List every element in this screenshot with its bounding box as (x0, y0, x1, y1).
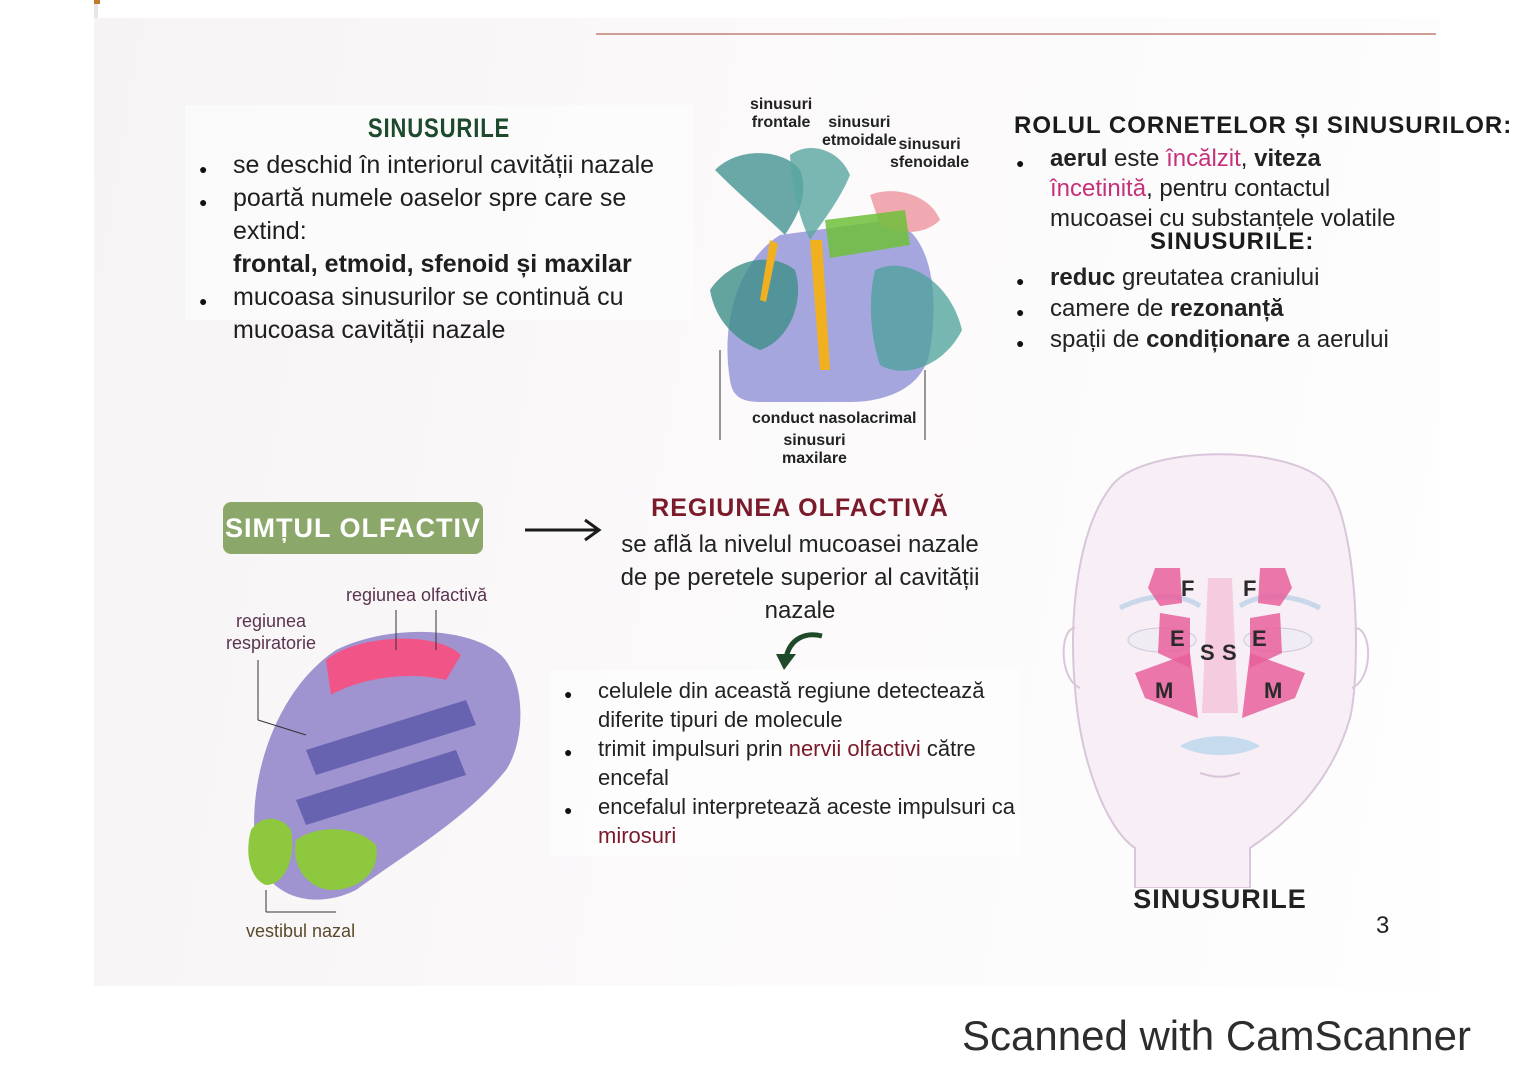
face-label-s-left: S (1200, 640, 1215, 665)
list-item: aerul este încălzit, viteza încetinită, … (1002, 144, 1422, 234)
sinusuri-box: SINUSURILE se deschid în interiorul cavi… (185, 105, 693, 344)
list-item: trimit impulsuri prin nervii olfactivi c… (550, 734, 1020, 792)
face-label-f-right: F (1243, 576, 1256, 601)
face-caption: SINUSURILE (1133, 884, 1307, 914)
face-label-e-left: E (1170, 626, 1185, 651)
face-label-f-left: F (1181, 576, 1194, 601)
list-item: celulele din această regiune detectează … (550, 676, 1020, 734)
face-label-m-right: M (1264, 678, 1282, 703)
face-label-s-right: S (1222, 640, 1237, 665)
list-item: reduc greutatea craniului (1002, 262, 1422, 297)
sinusuri-subtitle: SINUSURILE: (1150, 228, 1315, 255)
top-rule (596, 33, 1436, 35)
camscanner-footer: Scanned with CamScanner (962, 1012, 1471, 1059)
list-item: mucoasa sinusurilor se continuă cumucoas… (185, 281, 705, 347)
right-arrow-icon (525, 518, 602, 542)
sinusuri-title: SINUSURILE (367, 113, 511, 143)
label-conduct-nasolacrimal: conduct nasolacrimal (752, 410, 917, 427)
face-label-e-right: E (1252, 626, 1267, 651)
list-item: se deschid în interiorul cavității nazal… (185, 149, 705, 186)
sinus-anatomy-illustration (710, 147, 962, 440)
regiunea-olfactiva-title: REGIUNEA OLFACTIVĂ (651, 494, 949, 522)
regiunea-bullets-box: celulele din această regiune detectează … (550, 670, 1020, 856)
simtul-olfactiv-badge: SIMȚUL OLFACTIV (223, 502, 483, 554)
label-regiunea-olfactiva: regiunea olfactivă (346, 585, 488, 605)
sinusuri-roles-list: reduc greutatea craniului camere de rezo… (1002, 262, 1422, 359)
face-sinuses-illustration: F F E E S S M M (1062, 453, 1370, 888)
rol-list: aerul este încălzit, viteza încetinită, … (1002, 144, 1422, 234)
list-item: encefalul interpretează aceste impulsuri… (550, 792, 1020, 850)
page-number: 3 (1376, 912, 1390, 939)
list-item: poartă numele oaselor spre care se extin… (185, 182, 705, 281)
corner-mark (94, 0, 100, 4)
rol-title: ROLUL CORNETELOR ȘI SINUSURILOR: (1014, 112, 1513, 139)
nasal-cavity-illustration (248, 610, 521, 913)
face-label-m-left: M (1155, 678, 1173, 703)
regiunea-olfactiva-description: se află la nivelul mucoasei nazale de pe… (620, 531, 980, 624)
curved-arrow-icon (776, 632, 823, 670)
label-vestibul-nazal: vestibul nazal (246, 921, 356, 941)
regiunea-bullets: celulele din această regiune detectează … (550, 676, 1020, 850)
sinusuri-list: se deschid în interiorul cavității nazal… (185, 149, 705, 347)
list-item: spații de condiționare a aerului (1002, 324, 1422, 359)
list-item: camere de rezonanță (1002, 293, 1422, 328)
